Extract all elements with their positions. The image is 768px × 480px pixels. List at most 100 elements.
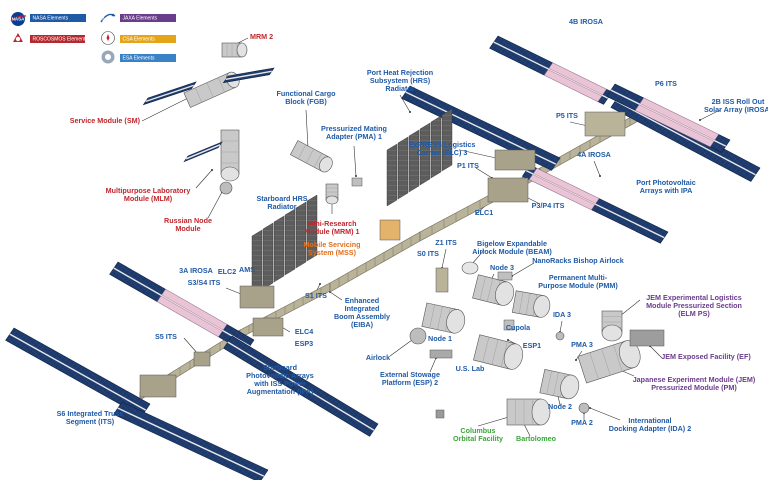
label-z1: Z1 ITS xyxy=(435,238,457,247)
beam-module xyxy=(461,261,479,275)
port-hrs-radiator xyxy=(386,108,453,207)
leader-dot-port-hrs xyxy=(409,111,411,113)
legend-item-csa: CSA Elements xyxy=(101,31,176,45)
label-elc3-line: Carrier (ELC) 3 xyxy=(417,148,468,157)
label-s6-line: S6 Integrated Truss xyxy=(57,409,124,418)
pmm-module xyxy=(511,290,551,318)
label-mss-line: System (MSS) xyxy=(308,248,357,257)
esp2-platform xyxy=(429,349,453,359)
label-pmm-line: Purpose Module (PMM) xyxy=(538,281,618,290)
leader-russian-node xyxy=(207,191,223,219)
label-node2: Node 2 xyxy=(548,402,572,411)
label-esp2-line: Platform (ESP) 2 xyxy=(382,378,438,387)
label-pmm: Permanent Multi-Purpose Module (PMM) xyxy=(538,273,618,290)
cupola-module xyxy=(503,319,515,331)
label-stbd-pv-line: Augmentation (IPA) xyxy=(247,387,314,396)
legend-logo-text: JAXA xyxy=(102,17,115,22)
mlm-module xyxy=(220,129,240,182)
esa-logo-icon xyxy=(101,50,115,64)
mrm1-module xyxy=(325,183,339,205)
solar-wing-3a xyxy=(109,261,255,353)
label-service-module: Service Module (SM) xyxy=(70,116,141,125)
leader-ida3 xyxy=(559,320,563,333)
label-jem-ef: JEM Exposed Facility (EF) xyxy=(661,352,751,361)
legend-swatch-jaxa xyxy=(120,14,176,22)
label-stbd-hrs-line: Radiator xyxy=(267,202,296,211)
label-p5: P5 ITS xyxy=(556,111,578,120)
label-elc2: ELC2 xyxy=(218,267,236,276)
leader-mlm xyxy=(195,169,213,189)
label-s5-line: S5 ITS xyxy=(155,332,177,341)
label-esp1-line: ESP1 xyxy=(523,341,541,350)
jaxa-logo-icon: JAXA xyxy=(100,13,116,23)
fgb-module xyxy=(289,140,333,173)
s6-segment xyxy=(139,374,177,398)
elc3-carrier xyxy=(494,149,536,171)
leader-fgb xyxy=(305,109,309,149)
leader-elc3 xyxy=(459,149,497,159)
label-elc4-line: ELC4 xyxy=(295,327,313,336)
sm-solar-wing-left xyxy=(142,81,197,106)
label-s6-line: Segment (ITS) xyxy=(66,417,115,426)
label-s3s4-line: S3/S4 ITS xyxy=(188,278,221,287)
node2-module xyxy=(539,368,580,400)
leader-esp2 xyxy=(429,357,437,373)
label-ida2-line: International xyxy=(628,416,671,425)
label-eiba-line: (EIBA) xyxy=(351,320,374,329)
label-node1: Node 1 xyxy=(428,334,452,343)
ams-s3s4 xyxy=(239,285,275,309)
leader-dot-esp1 xyxy=(507,339,509,341)
label-esp2-line: External Stowage xyxy=(380,370,440,379)
label-pma2-line: PMA 2 xyxy=(571,418,593,427)
label-s3s4: S3/S4 ITS xyxy=(188,278,221,287)
label-stbd-pv-line: with ISS Power xyxy=(253,379,306,388)
label-ams-line: AMS xyxy=(239,265,255,274)
roscosmos-logo-icon xyxy=(13,33,23,42)
solar-wing-stbd-lower xyxy=(223,335,379,437)
solar-wing-s6-lower xyxy=(113,401,269,480)
jem-elm-module xyxy=(601,310,623,342)
label-fgb-line: Block (FGB) xyxy=(285,97,327,106)
z1-truss xyxy=(435,267,449,293)
mlm-solar-wing xyxy=(183,141,223,163)
label-airlock: Airlock xyxy=(366,353,390,362)
leader-ida2 xyxy=(589,407,621,421)
label-pmm-line: Permanent Multi- xyxy=(549,273,608,282)
node1-module xyxy=(421,302,466,334)
label-fgb-line: Functional Cargo xyxy=(276,89,336,98)
label-stbd-pv-line: Photovoltaic Arrays xyxy=(246,371,314,380)
label-irosa-2b-line: Solar Array (IROSA) xyxy=(704,105,768,114)
legend-swatch-csa xyxy=(120,35,176,43)
leader-dot-pma1 xyxy=(355,175,357,177)
leader-dot-s1 xyxy=(319,283,321,285)
pma1-adapter xyxy=(351,177,363,187)
label-mlm-line: Module (MLM) xyxy=(124,194,173,203)
label-irosa-4b: 4B IROSA xyxy=(569,17,603,26)
label-russian-node-line: Module xyxy=(175,224,200,233)
label-s0-line: S0 ITS xyxy=(417,249,439,258)
label-us-lab: U.S. Lab xyxy=(456,364,485,373)
leader-p1 xyxy=(475,167,493,179)
label-mrm1-line: Module (MRM) 1 xyxy=(304,227,359,236)
label-jem-ef-line: JEM Exposed Facility (EF) xyxy=(661,352,751,361)
leader-dot-pma3 xyxy=(575,359,577,361)
russian-node-module xyxy=(219,181,233,195)
label-airlock-line: Airlock xyxy=(366,353,390,362)
label-nanoracks-line: NanoRacks Bishop Airlock xyxy=(532,256,624,265)
leader-dot-ida2 xyxy=(589,407,591,409)
label-port-hrs-line: Subsystem (HRS) xyxy=(370,76,431,85)
label-pma3: PMA 3 xyxy=(571,340,593,349)
label-port-hrs-line: Radiator xyxy=(385,84,414,93)
label-elc2-line: ELC2 xyxy=(218,267,236,276)
label-mss-line: Mobile Servicing xyxy=(303,240,360,249)
